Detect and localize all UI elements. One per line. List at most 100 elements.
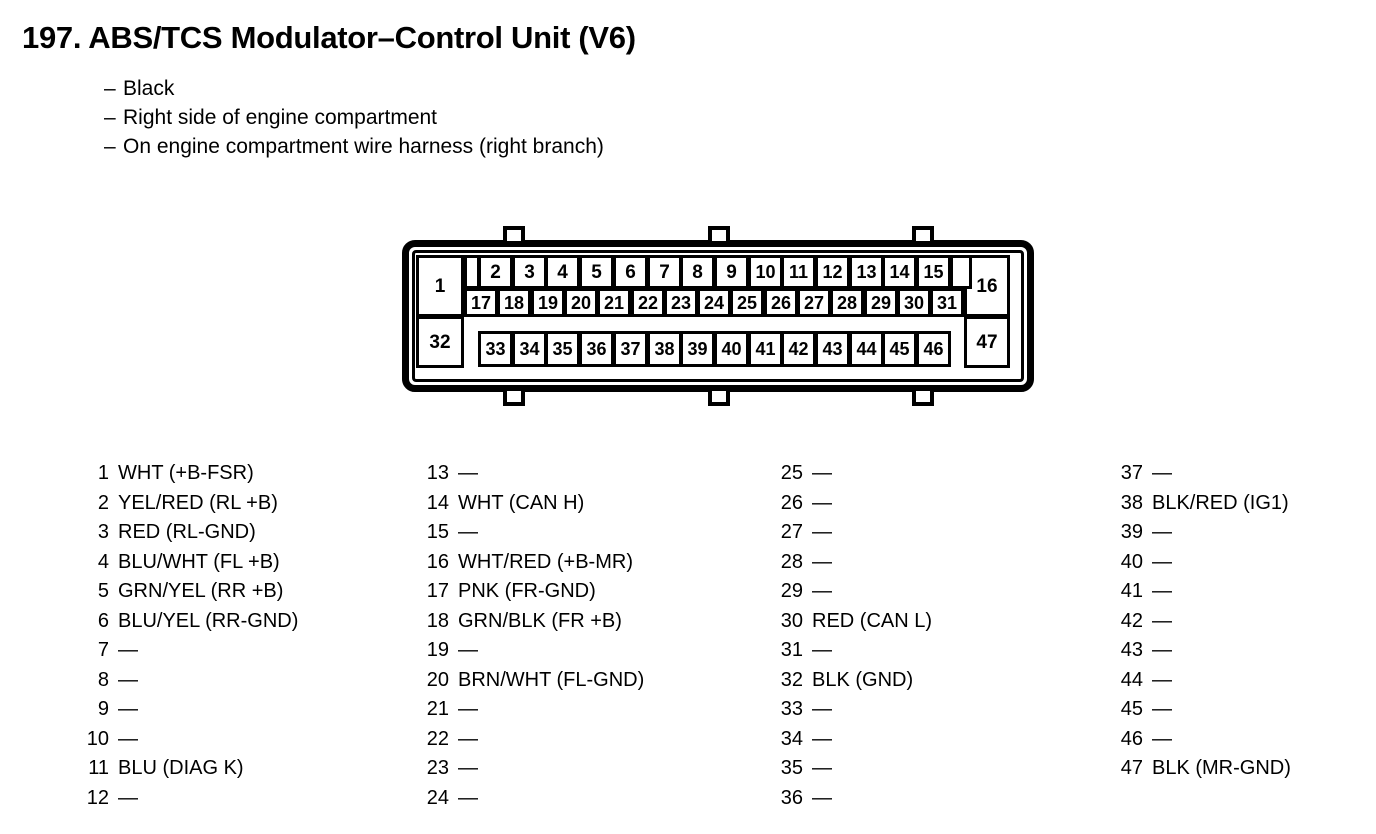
pin-number: 8 [97, 668, 109, 691]
pin-cell-22: 22 [631, 288, 665, 317]
pin-legend-row: 34— [772, 728, 932, 758]
location-note-item: –Black [104, 74, 604, 103]
pin-description: — [1152, 727, 1172, 750]
pin-number: 24 [426, 786, 449, 809]
pin-cell-44: 44 [849, 331, 884, 367]
pin-cell-42: 42 [781, 331, 816, 367]
pin-number: 25 [780, 462, 803, 484]
pin-legend-row: 21— [418, 698, 644, 728]
pin-legend-row: 26— [772, 492, 932, 522]
pin-cell-40: 40 [714, 331, 749, 367]
pin-legend-row: 35— [772, 757, 932, 787]
pin-legend-row: 29— [772, 580, 932, 610]
pin-cell-28: 28 [830, 288, 864, 317]
pin-description: WHT/RED (+B-MR) [458, 550, 633, 573]
pin-cell-21: 21 [597, 288, 631, 317]
pin-cell-1: 1 [416, 255, 464, 317]
connector-tab-top [708, 226, 730, 241]
pin-description: BLK (GND) [812, 668, 914, 691]
pin-cell-32: 32 [416, 316, 464, 368]
pin-cell-37: 37 [613, 331, 648, 367]
pin-number: 34 [780, 727, 803, 750]
pin-cell-27: 27 [797, 288, 831, 317]
pin-number: 15 [426, 521, 449, 543]
pin-number: 9 [97, 698, 109, 720]
pin-number: 37 [1120, 462, 1143, 484]
pin-description: — [458, 786, 478, 809]
pin-description: — [1152, 521, 1172, 543]
pin-cell-47: 47 [964, 316, 1010, 368]
pin-cell-16: 16 [964, 255, 1010, 317]
pin-cell-23: 23 [664, 288, 698, 317]
pin-cell-26: 26 [764, 288, 798, 317]
bullet-dash-icon: – [104, 135, 116, 158]
pin-cell-41: 41 [748, 331, 783, 367]
pin-legend-row: 44— [1112, 669, 1291, 699]
pin-number: 44 [1120, 668, 1143, 691]
pin-number: 16 [426, 550, 449, 573]
pin-number: 11 [88, 757, 109, 779]
pin-number: 35 [780, 757, 803, 779]
pin-cell-24: 24 [697, 288, 731, 317]
pin-cell-20: 20 [564, 288, 598, 317]
pin-legend-row: 40— [1112, 551, 1291, 581]
pin-cell-3: 3 [512, 255, 547, 289]
pin-description: BLK/RED (IG1) [1152, 491, 1289, 514]
pin-legend-row: 18 GRN/BLK (FR +B) [418, 610, 644, 640]
pin-description: — [1152, 609, 1172, 632]
pin-number: 46 [1120, 727, 1143, 750]
pin-number: 18 [426, 609, 449, 632]
pin-cell-33: 33 [478, 331, 513, 367]
pin-legend-row: 9— [78, 698, 298, 728]
location-note-text: On engine compartment wire harness (righ… [123, 135, 604, 158]
pin-number: 30 [780, 609, 803, 632]
pin-number: 13 [426, 462, 449, 484]
location-notes-list: –Black–Right side of engine compartment–… [104, 74, 604, 161]
pin-description: — [812, 550, 832, 573]
pin-cell-45: 45 [882, 331, 917, 367]
location-note-text: Right side of engine compartment [123, 106, 438, 129]
pin-number: 42 [1120, 609, 1143, 632]
pin-cell-38: 38 [647, 331, 682, 367]
connector-tab-bottom [708, 391, 730, 406]
pin-legend-row: 41— [1112, 580, 1291, 610]
pin-number: 19 [426, 639, 449, 661]
pin-legend-row: 22— [418, 728, 644, 758]
pin-description: GRN/BLK (FR +B) [458, 609, 622, 632]
pin-legend-row: 39— [1112, 521, 1291, 551]
pin-legend-row: 24 — [418, 787, 644, 817]
pin-description: — [1152, 580, 1172, 602]
pin-description: YEL/RED (RL +B) [118, 491, 278, 514]
pin-legend-row: 42 — [1112, 610, 1291, 640]
pin-legend-row: 43— [1112, 639, 1291, 669]
pin-description: — [1152, 698, 1172, 720]
pin-cell-18: 18 [497, 288, 531, 317]
pin-number: 26 [780, 491, 803, 514]
pin-description: BLU/YEL (RR-GND) [118, 609, 299, 632]
pin-description: — [118, 639, 138, 661]
pin-cell-36: 36 [579, 331, 614, 367]
pin-description: — [1152, 462, 1172, 484]
pin-description: — [118, 786, 138, 809]
pin-description: — [1152, 639, 1172, 661]
pin-cell-35: 35 [545, 331, 580, 367]
pin-legend-row: 46 — [1112, 728, 1291, 758]
pin-blank-top-right [950, 255, 972, 289]
pin-legend-row: 37 — [1112, 462, 1291, 492]
pin-number: 45 [1120, 698, 1143, 720]
pin-description: BLK (MR-GND) [1152, 757, 1291, 779]
connector-tab-bottom [912, 391, 934, 406]
pin-description: BRN/WHT (FL-GND) [458, 668, 645, 691]
pin-legend-row: 28 — [772, 551, 932, 581]
pin-number: 28 [780, 550, 803, 573]
pin-cell-7: 7 [647, 255, 682, 289]
pin-number: 7 [97, 639, 109, 661]
location-note-item: –Right side of engine compartment [104, 103, 604, 132]
